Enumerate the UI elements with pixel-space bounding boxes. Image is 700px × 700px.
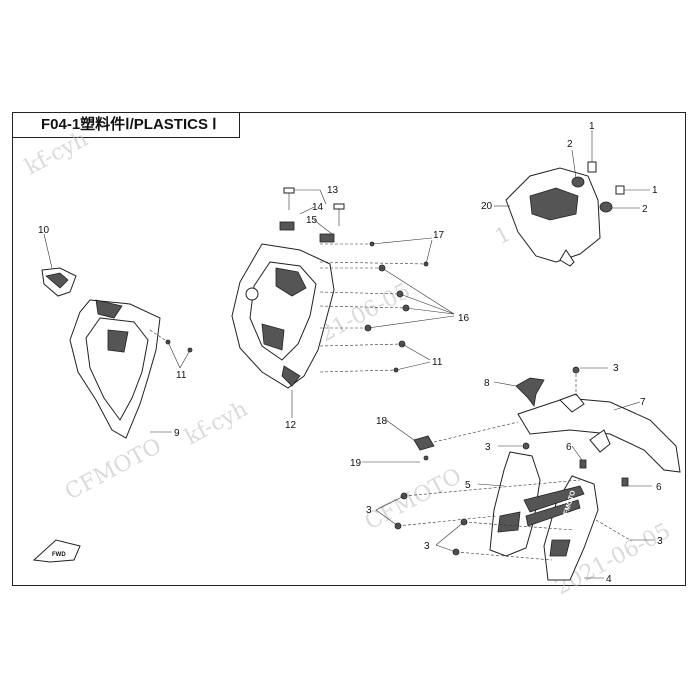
callout-11-left: 11: [176, 370, 187, 381]
callout-15: 15: [306, 215, 318, 226]
watermark-user-mid: kf-cyh: [181, 397, 252, 451]
callout-9: 9: [174, 428, 180, 439]
housing-fasteners: [364, 241, 429, 373]
parts-18-19-bracket: [413, 435, 435, 461]
part-5-fork-guard-left: [489, 451, 541, 557]
watermark-brand-left: CFMOTO: [61, 434, 166, 506]
callout-7: 7: [640, 397, 646, 408]
parts-13-14-15-fasteners: [279, 187, 345, 243]
part-12-headlight-housing: [231, 243, 335, 389]
callout-3-lower: 3: [424, 541, 430, 552]
callout-5: 5: [465, 480, 471, 491]
callout-6-lower: 6: [656, 482, 662, 493]
part-10-bracket: [41, 267, 77, 297]
callout-3-mid: 3: [485, 442, 491, 453]
watermark-user-top: kf-cyh: [21, 127, 92, 181]
parts-1-2-screws-grommets: [571, 161, 625, 213]
callout-10: 10: [38, 225, 50, 236]
callout-4: 4: [606, 574, 612, 585]
page-title: F04-1塑料件Ⅰ/PLASTICS Ⅰ: [12, 112, 240, 138]
callout-18: 18: [376, 416, 388, 427]
part-9-left-cover: [69, 299, 161, 439]
callout-16: 16: [458, 313, 470, 324]
callout-6-upper: 6: [566, 442, 572, 453]
watermark-phone: 1: [491, 222, 515, 251]
callout-1-right: 1: [652, 185, 658, 196]
callout-8: 8: [484, 378, 490, 389]
callout-3-right: 3: [657, 536, 663, 547]
callout-19: 19: [350, 458, 362, 469]
diagram-frame: [12, 112, 686, 586]
callout-17: 17: [433, 230, 445, 241]
fwd-arrow-icon: FWD: [32, 539, 81, 563]
part-8-clip: [515, 377, 545, 407]
callout-14: 14: [312, 202, 324, 213]
callout-1-top: 1: [589, 121, 595, 132]
callout-13: 13: [327, 185, 339, 196]
callout-20: 20: [481, 201, 493, 212]
callout-11-right: 11: [432, 357, 443, 368]
part-7-front-fender: [517, 393, 681, 473]
callout-2-right: 2: [642, 204, 648, 215]
part-4-fork-guard-right: CFMOTO: [523, 475, 599, 581]
callout-3-left: 3: [366, 505, 372, 516]
fwd-label: FWD: [52, 552, 66, 558]
callout-3-top: 3: [613, 363, 619, 374]
part-20-windscreen: [505, 167, 601, 267]
callout-labels: 1 2 1 2 20 13 14 15 17 16 11 12 10 11 9 …: [38, 121, 663, 585]
callout-2-top: 2: [567, 139, 573, 150]
callout-12: 12: [285, 420, 297, 431]
